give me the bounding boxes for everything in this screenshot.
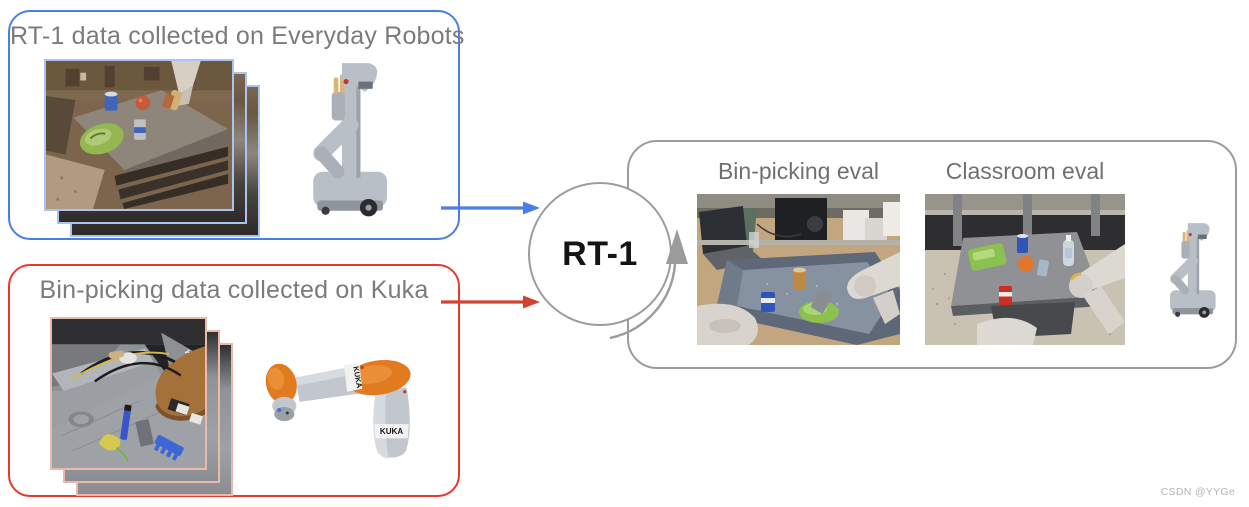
kuka-arm-image: KUKA KUKA [265,359,411,459]
watermark: CSDN @YYGe [1160,486,1235,498]
everyday-robots-data-box: RT-1 data collected on Everyday Robots [8,10,465,240]
bin-picking-eval-scene [697,194,900,345]
kuka-bin-photo: KUKA [50,317,207,470]
evaluation-box: Bin-picking eval Classroom eval [627,140,1237,369]
classroom-eval-photo [925,194,1125,345]
classroom-eval-title: Classroom eval [945,158,1105,184]
kuka-data-title: Bin-picking data collected on Kuka [39,276,429,304]
kuka-to-rt1-arrow [441,295,540,309]
everyday-robots-robot-image-small [1170,223,1216,318]
kuka-bin-scene: KUKA [52,319,205,468]
everyday-robots-table-photo [44,59,234,211]
kuka-data-box: Bin-picking data collected on Kuka [8,264,460,497]
everyday-robots-robot-image [313,63,388,217]
training-loop-arrow [609,229,688,340]
kuka-brand-on-arm: KUKA [351,366,364,390]
rt1-model-label: RT-1 [562,234,638,273]
kuka-photo-stack: KUKA [50,317,270,499]
everyday-robots-photo-stack [44,59,294,244]
everyday-robots-to-rt1-arrow [441,201,540,215]
bin-picking-eval-photo [697,194,900,345]
everyday-robots-table-scene [46,61,232,209]
rt1-model-node: RT-1 [528,182,672,326]
kuka-brand-on-base: KUKA [380,427,404,436]
classroom-eval-scene [925,194,1125,345]
bin-picking-eval-title: Bin-picking eval [717,158,880,184]
everyday-robots-data-title: RT-1 data collected on Everyday Robots [10,22,465,50]
